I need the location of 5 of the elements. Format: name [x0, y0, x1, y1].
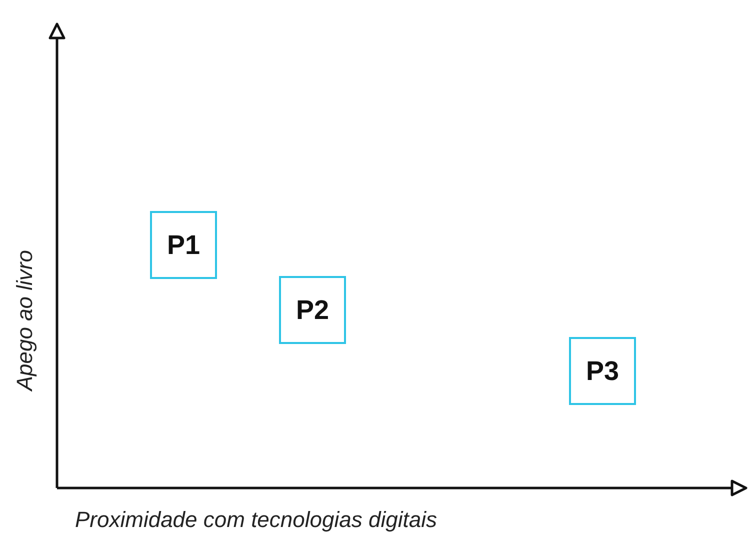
position-box: P1: [150, 211, 217, 279]
position-box: P2: [279, 276, 346, 344]
axis-title: Apego ao livro: [12, 250, 38, 391]
position-box: P3: [569, 337, 636, 405]
axis-title: Proximidade com tecnologias digitais: [75, 507, 437, 533]
